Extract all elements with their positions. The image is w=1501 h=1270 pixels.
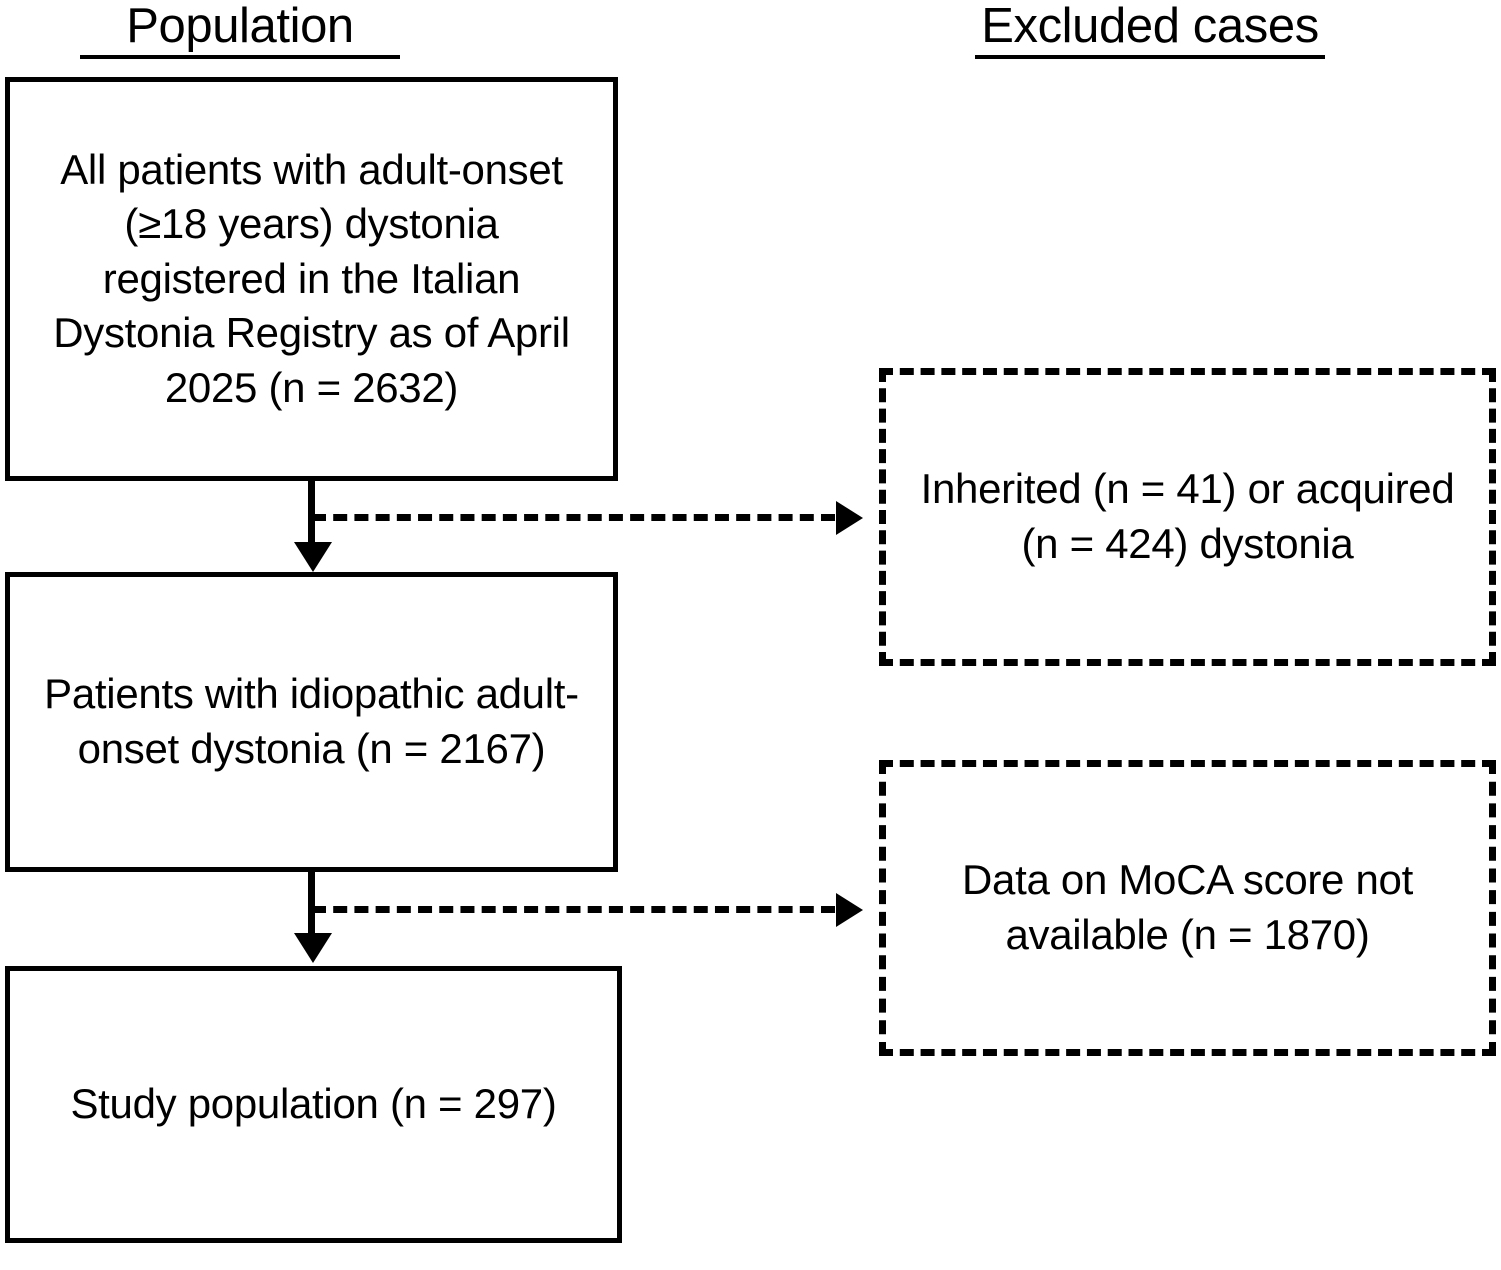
connector-flow-2-stem <box>308 870 315 936</box>
connector-flow-1-arrowhead-icon <box>294 542 332 572</box>
population-column-heading: Population <box>80 2 400 59</box>
flow-node-idiopathic-dystonia-label: Patients with idiopathic adult-onset dys… <box>44 670 579 772</box>
flow-node-idiopathic-dystonia: Patients with idiopathic adult-onset dys… <box>5 572 618 872</box>
flow-node-all-patients: All patients with adult-onset (≥18 years… <box>5 77 618 481</box>
excluded-column-heading-label: Excluded cases <box>981 0 1319 53</box>
flow-node-inherited-or-acquired-label: Inherited (n = 41) or acquired (n = 424)… <box>920 465 1455 567</box>
flow-node-inherited-or-acquired: Inherited (n = 41) or acquired (n = 424)… <box>879 368 1496 666</box>
flow-node-moca-not-available-label: Data on MoCA score not available (n = 18… <box>962 856 1413 958</box>
flow-node-all-patients-label: All patients with adult-onset (≥18 years… <box>53 145 570 411</box>
excluded-column-heading: Excluded cases <box>975 2 1325 59</box>
connector-flow-2-arrowhead-icon <box>294 933 332 963</box>
flow-node-moca-not-available: Data on MoCA score not available (n = 18… <box>879 760 1496 1056</box>
connector-exclude-2-arrowhead-icon <box>836 893 863 927</box>
flow-node-study-population: Study population (n = 297) <box>5 966 622 1243</box>
connector-exclude-1-arrowhead-icon <box>836 501 863 535</box>
population-column-heading-label: Population <box>126 0 354 53</box>
excluded-heading-underline <box>975 55 1325 59</box>
connector-exclude-2-dashed-line <box>312 906 835 913</box>
flow-node-study-population-label: Study population (n = 297) <box>70 1080 557 1128</box>
connector-exclude-1-dashed-line <box>312 514 835 521</box>
population-heading-underline <box>80 55 400 59</box>
connector-flow-1-stem <box>308 479 315 545</box>
